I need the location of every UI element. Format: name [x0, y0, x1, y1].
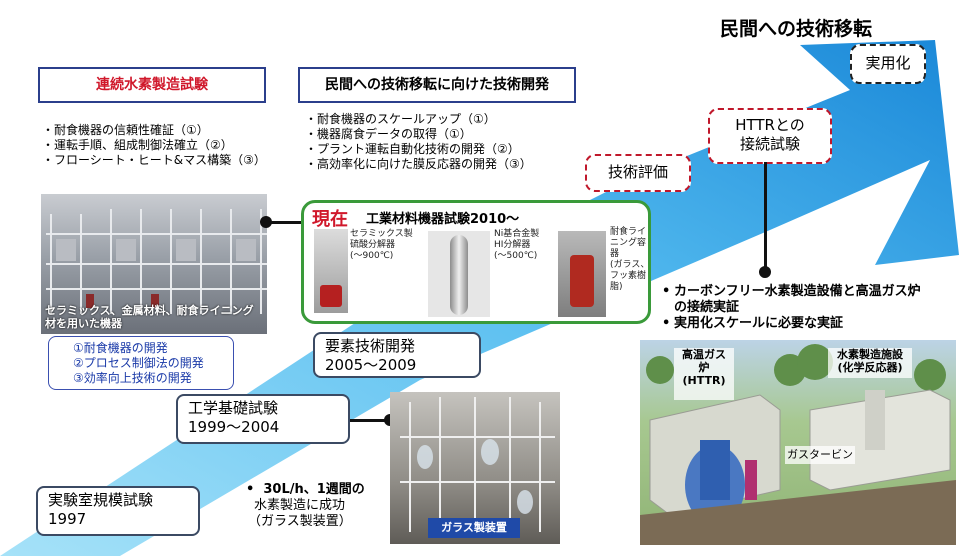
hi-decomposer-photo: [428, 231, 490, 317]
stage-years: 2005〜2009: [325, 356, 417, 374]
facility-icon: [640, 344, 956, 545]
list-item: ①耐食機器の開発: [73, 341, 168, 355]
lined-vessel-label: 耐食ライニング容器 (ガラス、フッ素樹脂): [610, 227, 650, 292]
current-test-box: 現在 工業材料機器試験2010〜 セラミックス製 硫酸分解器 (〜900℃) N…: [301, 200, 651, 324]
stage-title: 実験室規模試験: [48, 491, 154, 509]
list-item: 耐食機器のスケールアップ（①）: [305, 112, 532, 127]
httr-facility-illustration: 高温ガス 炉 (HTTR) 水素製造施設 (化学反応器) ガスタービン: [640, 340, 956, 545]
list-item: プラント運転自動化技術の開発（②）: [305, 142, 532, 157]
stage-element-tech: 要素技術開発 2005〜2009: [313, 332, 481, 378]
list-item: 機器腐食データの取得（①）: [305, 127, 532, 142]
connector-line: [350, 419, 390, 422]
list-item: ③効率向上技術の開発: [73, 371, 192, 385]
stage-basic-test: 工学基礎試験 1999〜2004: [176, 394, 350, 444]
lab-result-line3: （ガラス製装置）: [248, 514, 352, 529]
transfer-dev-list: 耐食機器のスケールアップ（①） 機器腐食データの取得（①） プラント運転自動化技…: [305, 112, 532, 172]
sulfuric-decomposer-photo: [314, 229, 348, 313]
sulfuric-decomposer-label: セラミックス製 硫酸分解器 (〜900℃): [350, 229, 413, 261]
plant-photo: セラミックス、金属材料、耐食ライニング材を用いた機器: [41, 194, 267, 334]
list-item: 高効率化に向けた膜反応器の開発（③）: [305, 157, 532, 172]
glass-photo-caption: ガラス製装置: [428, 518, 520, 538]
connector-line: [265, 221, 303, 224]
stage-lab-test: 実験室規模試験 1997: [36, 486, 200, 536]
tech-evaluation-box: 技術評価: [585, 154, 691, 192]
stage-years: 1999〜2004: [188, 418, 280, 436]
glass-apparatus-photo: ガラス製装置: [390, 392, 560, 544]
stage-title: 工学基礎試験: [188, 399, 279, 417]
list-item: 実用化スケールに必要な実証: [674, 316, 844, 331]
plant-photo-caption: セラミックス、金属材料、耐食ライニング材を用いた機器: [45, 304, 254, 330]
current-label: 現在: [312, 209, 348, 230]
transfer-dev-title: 民間への技術移転に向けた技術開発: [298, 67, 576, 103]
future-goal-box: 実用化: [850, 44, 926, 84]
continuous-test-title: 連続水素製造試験: [38, 67, 266, 103]
httr-connection-test-box: HTTRとの 接続試験: [708, 108, 832, 164]
list-item: フローシート・ヒート&マス構築（③）: [42, 153, 266, 168]
list-item: ②プロセス制御法の開発: [73, 356, 204, 370]
gas-turbine-label: ガスタービン: [785, 446, 855, 464]
continuous-test-list: 耐食機器の信頼性確証（①） 運転手順、組成制御法確立（②） フローシート・ヒート…: [42, 123, 266, 168]
stage-title: 要素技術開発: [325, 337, 416, 355]
lined-vessel-photo: [558, 231, 606, 317]
reactor-label: 高温ガス 炉 (HTTR): [674, 348, 734, 400]
lab-result-line2: 水素製造に成功: [254, 498, 346, 513]
connector-line: [764, 162, 767, 272]
stage-years: 1997: [48, 510, 87, 528]
list-item: 耐食機器の信頼性確証（①）: [42, 123, 266, 138]
lab-result-text: • 30L/h、1週間の 水素製造に成功 （ガラス製装置）: [246, 482, 365, 529]
list-item: カーボンフリー水素製造設備と高温ガス炉 の接続実証: [674, 284, 921, 315]
connector-dot: [260, 216, 272, 228]
dev-list-box: ①耐食機器の開発 ②プロセス制御法の開発 ③効率向上技術の開発: [48, 336, 234, 390]
hi-decomposer-label: Ni基合金製 HI分解器 (〜500℃): [494, 229, 540, 261]
lab-result-line1: 30L/h、1週間の: [263, 482, 365, 497]
list-item: 運転手順、組成制御法確立（②）: [42, 138, 266, 153]
httr-goal-list: •カーボンフリー水素製造設備と高温ガス炉 の接続実証 •実用化スケールに必要な実…: [662, 284, 921, 331]
chem-facility-label: 水素製造施設 (化学反応器): [828, 348, 912, 378]
glass-apparatus-icon: [400, 397, 555, 532]
connector-dot: [759, 266, 771, 278]
headline: 民間への技術移転: [720, 18, 873, 40]
current-title: 工業材料機器試験2010〜: [366, 212, 520, 227]
plant-structure-icon: [46, 209, 267, 314]
